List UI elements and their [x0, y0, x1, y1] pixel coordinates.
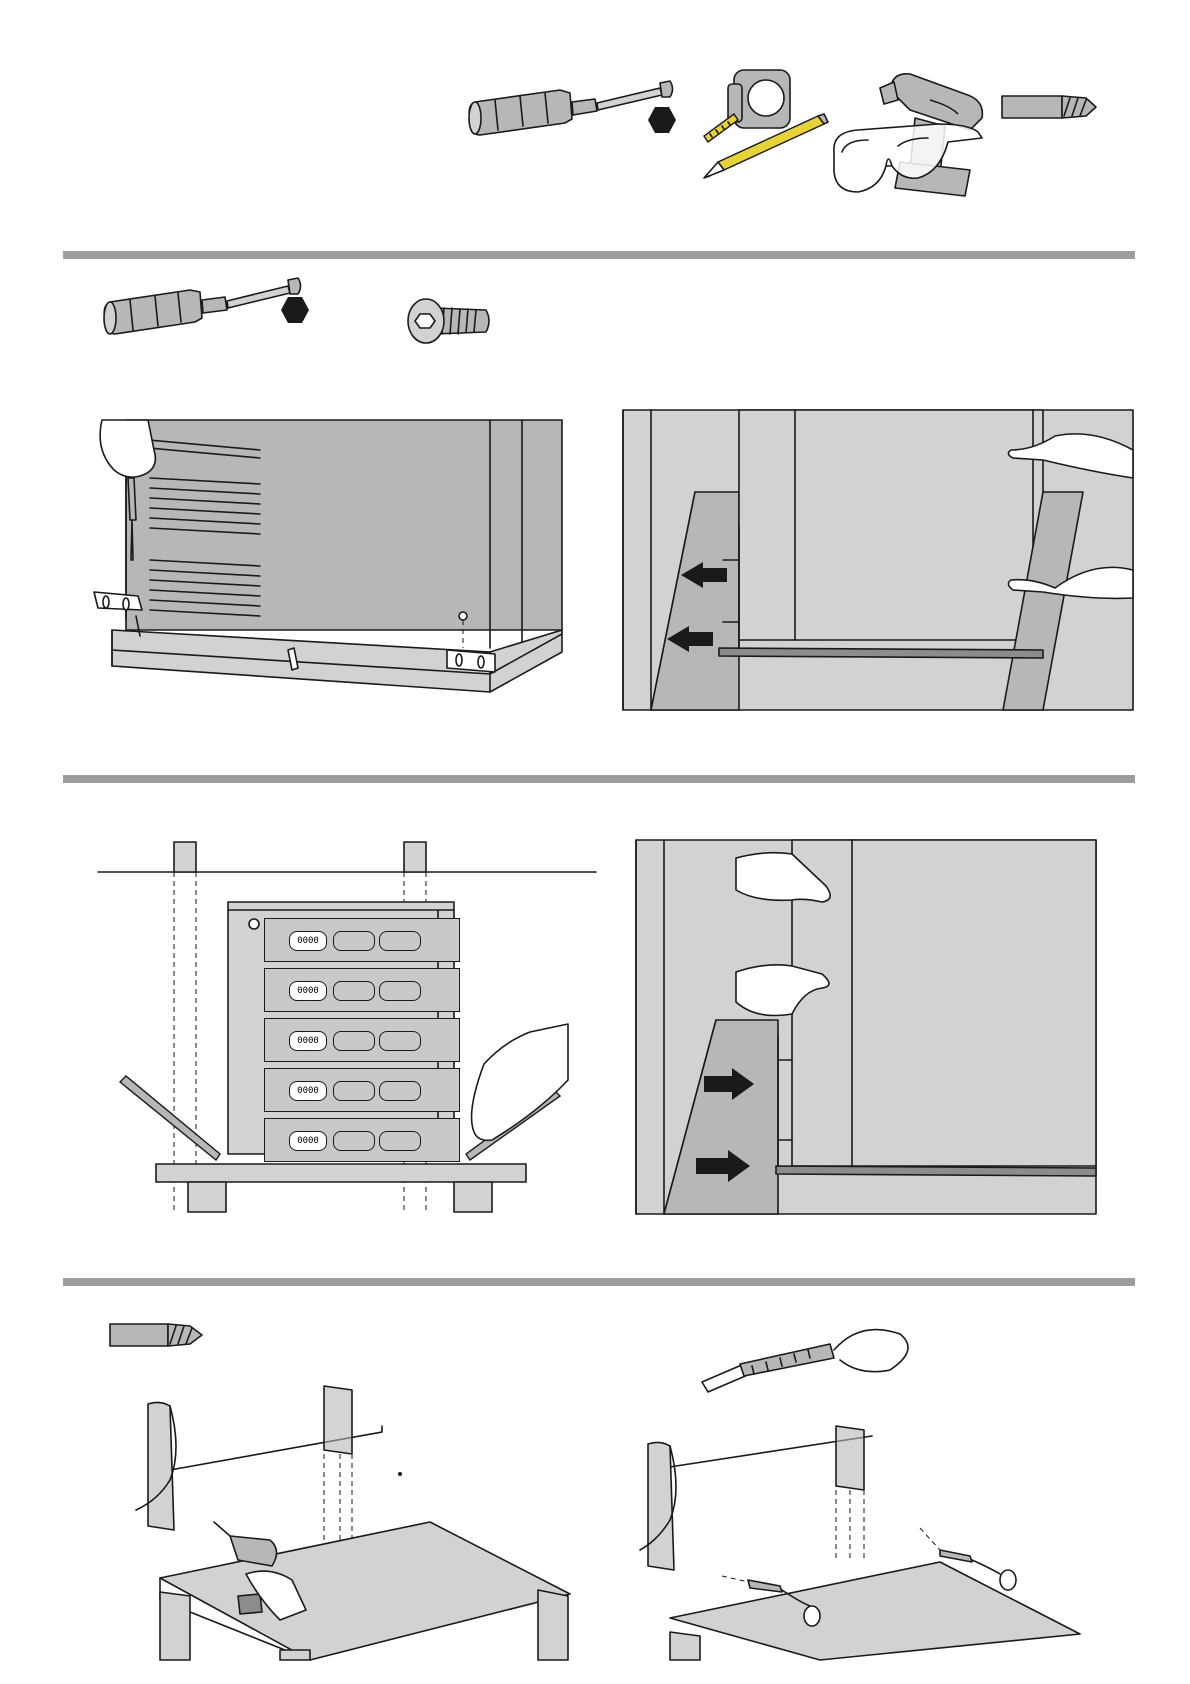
drawer-handle[interactable]: [379, 1081, 421, 1101]
panel-drill-holes-in-surface: [130, 1370, 590, 1660]
step-2: 0000 0000 0000 0000 0000: [0, 790, 1190, 1250]
drawer-handle[interactable]: [333, 981, 375, 1001]
drawer-handle[interactable]: [379, 1031, 421, 1051]
lock-readout: 0000: [289, 981, 327, 1001]
tools-header: [0, 0, 1190, 240]
drawer-handle[interactable]: [379, 981, 421, 1001]
drawer: 0000: [264, 1118, 460, 1162]
drawer-handle[interactable]: [333, 1081, 375, 1101]
drawer-handle[interactable]: [333, 1131, 375, 1151]
drawer: 0000: [264, 1068, 460, 1112]
hex-socket-screw-icon: [404, 296, 494, 346]
drawer-stack: 0000 0000 0000 0000 0000: [264, 918, 460, 1170]
hex-bit-icon: [281, 296, 311, 326]
drawer-handle[interactable]: [379, 931, 421, 951]
panel-attach-cable-anchors: [640, 1310, 1100, 1660]
section-divider-1: [63, 251, 1135, 259]
lock-readout: 0000: [289, 931, 327, 951]
step-1: [0, 260, 1190, 760]
screwdriver-icon: [100, 270, 310, 350]
drill-bit-icon: [1000, 92, 1100, 122]
drawer-handle[interactable]: [333, 1031, 375, 1051]
drawer: 0000: [264, 918, 460, 962]
lock-readout: 0000: [289, 1081, 327, 1101]
drawer-handle[interactable]: [333, 931, 375, 951]
lock-readout: 0000: [289, 1131, 327, 1151]
drawer: 0000: [264, 968, 460, 1012]
hex-bit-icon: [648, 106, 678, 136]
panel-push-unit-against-wall: [636, 840, 1096, 1214]
drill-bit-icon: [108, 1320, 204, 1350]
panel-remove-transport-brackets: [90, 420, 570, 720]
lock-readout: 0000: [289, 1031, 327, 1051]
panel-slide-unit-off-pallet: [623, 410, 1133, 710]
safety-glasses-icon: [828, 112, 988, 202]
step-3: [0, 1290, 1190, 1684]
pencil-icon: [700, 112, 830, 182]
section-divider-3: [63, 1278, 1135, 1286]
drawer-handle[interactable]: [379, 1131, 421, 1151]
drawer: 0000: [264, 1018, 460, 1062]
section-divider-2: [63, 775, 1135, 783]
